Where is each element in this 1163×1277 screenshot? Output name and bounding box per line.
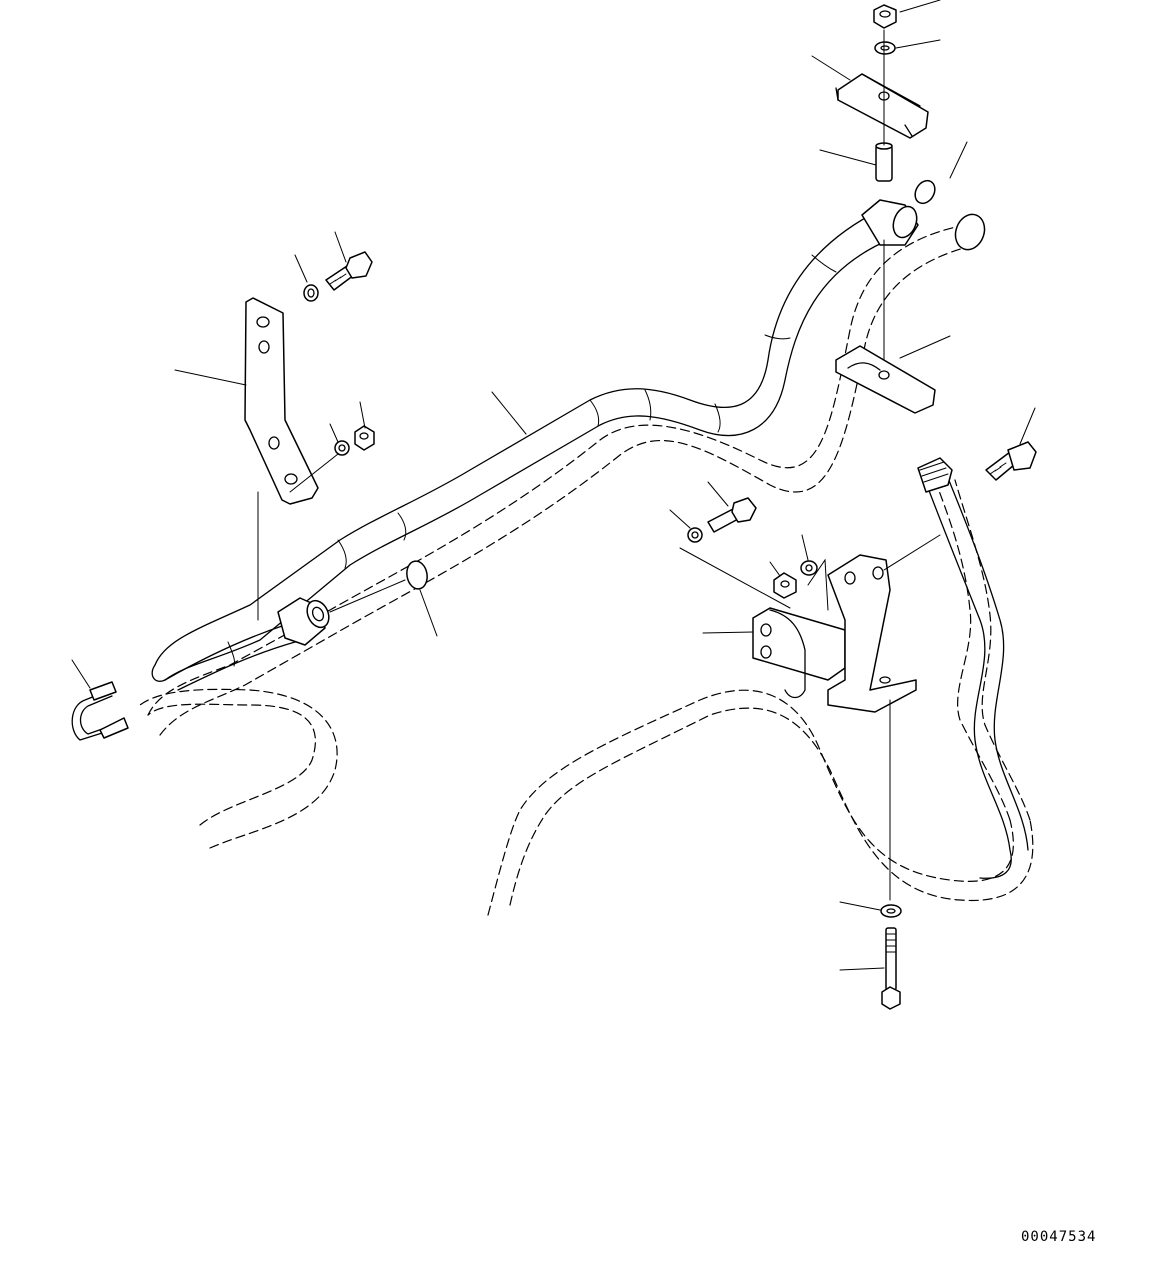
hose-right	[917, 457, 1029, 879]
bracket-left	[244, 297, 319, 505]
bolt-center	[707, 497, 757, 533]
centerline-center-bracket	[679, 547, 829, 611]
centerline-bracket	[289, 453, 339, 493]
washer-upper-left-hole	[307, 288, 315, 298]
washer-mid-left-hole	[338, 444, 346, 452]
bracket-center	[752, 554, 917, 713]
nut-top	[873, 4, 897, 29]
nut-mid-left	[354, 425, 375, 451]
phantom-lower-pipe-left	[139, 688, 338, 849]
centerline-center-hose	[883, 534, 941, 571]
phantom-lower-pipe-right	[487, 479, 1034, 916]
washer-center-right-hole	[805, 564, 813, 572]
pipe-fitting-right	[861, 199, 919, 246]
phantom-nut-icon	[954, 213, 986, 251]
centerline-o-ring	[329, 579, 406, 613]
drawing-number: 00047534	[1021, 1229, 1097, 1245]
clamp-upper	[835, 73, 929, 139]
main-pipe	[151, 209, 894, 682]
u-bolt	[71, 681, 129, 741]
bolt-upper-left	[325, 251, 373, 291]
spacer-collar	[875, 142, 893, 182]
washer-center-left-hole	[691, 531, 699, 539]
washer-top-hole	[880, 45, 890, 51]
phantom-upper-pipe	[147, 213, 986, 736]
nut-center	[773, 572, 797, 599]
leader-lines	[71, 0, 1036, 971]
o-ring-upper	[914, 179, 936, 205]
clamp-lower	[835, 345, 936, 414]
bolt-bottom	[881, 927, 901, 1010]
pipe-elbow-left	[164, 624, 296, 691]
hose-end-fitting	[985, 441, 1037, 481]
pipe-fitting-left	[277, 597, 330, 646]
o-ring-lower	[406, 560, 428, 590]
washer-bottom-hole	[886, 908, 896, 914]
